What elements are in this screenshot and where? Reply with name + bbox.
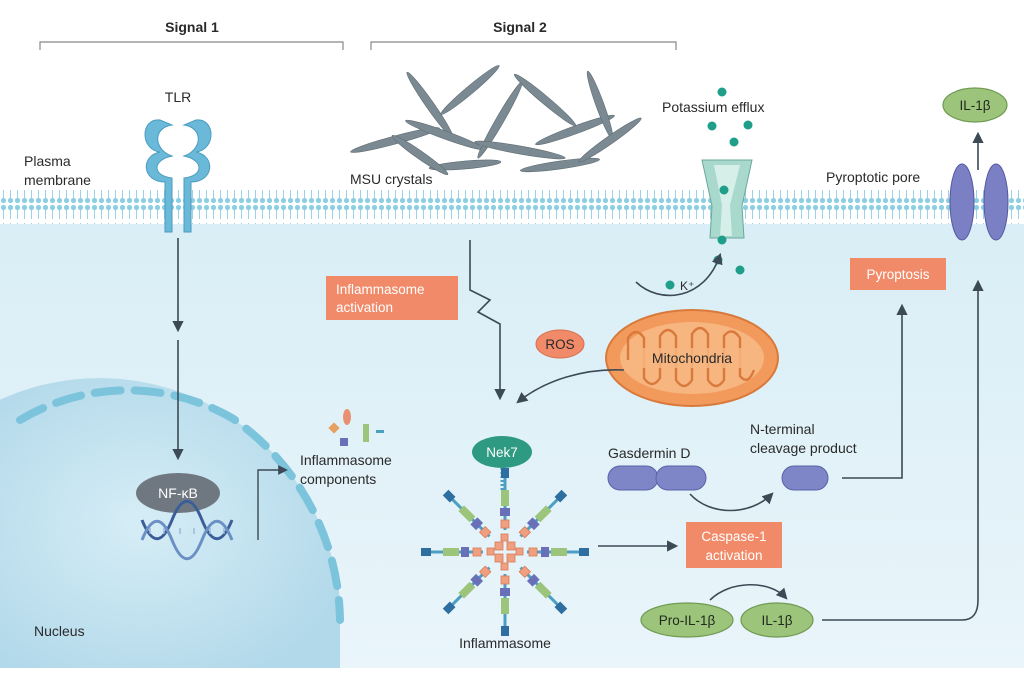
mitochondria: Mitochondria <box>605 309 779 407</box>
plasma-membrane-label-2: membrane <box>24 172 91 188</box>
transcription-arrow <box>257 465 288 540</box>
il1b-secreted: IL-1β <box>942 87 1008 123</box>
signal-1-header: Signal 1 <box>39 19 344 50</box>
signal-2-header: Signal 2 <box>370 19 677 50</box>
tlr-label: TLR <box>165 89 191 105</box>
svg-text:Signal 2: Signal 2 <box>493 19 547 35</box>
svg-text:NF-κB: NF-κB <box>158 485 198 501</box>
il1b-release-arrow <box>822 279 984 621</box>
inflammasome-complex <box>419 468 591 638</box>
svg-text:ROS: ROS <box>545 337 574 352</box>
pyroptosis-arrow <box>842 303 908 479</box>
msu-crystals-icon <box>350 65 642 176</box>
tlr-receptor: TLR <box>144 89 212 233</box>
svg-text:Caspase-1: Caspase-1 <box>701 529 766 544</box>
n-terminal-product <box>781 465 829 491</box>
inflammasome-components-label-2: components <box>300 471 376 487</box>
potassium-arrow <box>635 252 723 297</box>
svg-text:activation: activation <box>705 548 762 563</box>
gasdermin-d-label: Gasdermin D <box>608 445 690 461</box>
pro-il1b: Pro-IL-1β <box>640 602 734 638</box>
svg-text:Inflammasome: Inflammasome <box>336 282 425 297</box>
svg-text:Signal 1: Signal 1 <box>165 19 219 35</box>
potassium-ion-label: K⁺ <box>680 279 694 293</box>
pyroptosis-box: Pyroptosis <box>850 258 946 290</box>
ros: ROS <box>535 329 585 359</box>
inflammasome-activation-box: Inflammasome activation <box>326 276 458 320</box>
inflammasome-components-icons <box>328 409 384 446</box>
svg-text:IL-1β: IL-1β <box>959 98 990 113</box>
plasma-membrane <box>0 190 1024 224</box>
svg-text:IL-1β: IL-1β <box>761 613 792 628</box>
plasma-membrane-label: Plasma <box>24 153 71 169</box>
svg-text:Pyroptosis: Pyroptosis <box>866 267 929 282</box>
potassium-efflux-label: Potassium efflux <box>662 99 764 115</box>
n-terminal-label-2: cleavage product <box>750 440 857 456</box>
nek7: Nek7 <box>472 436 532 490</box>
inflammasome-components-label: Inflammasome <box>300 452 392 468</box>
gasdermin-cleavage-arrow <box>689 492 774 512</box>
gasdermin-d <box>607 465 707 491</box>
svg-text:activation: activation <box>336 300 393 315</box>
il1b-mature: IL-1β <box>740 602 814 638</box>
caspase-1-activation-box: Caspase-1 activation <box>686 522 782 568</box>
dna-helix-icon <box>140 499 234 561</box>
n-terminal-label: N-terminal <box>750 421 815 437</box>
pyroptotic-pore <box>949 163 1009 241</box>
nucleus-label: Nucleus <box>34 623 85 639</box>
inflammasome-label: Inflammasome <box>459 635 551 651</box>
svg-text:Nek7: Nek7 <box>486 445 518 460</box>
potassium-channel <box>701 159 753 239</box>
ros-arrow <box>516 368 625 404</box>
svg-text:Pro-IL-1β: Pro-IL-1β <box>659 613 716 628</box>
msu-signal-arrow <box>469 240 506 401</box>
nf-kb: NF-κB <box>136 473 220 513</box>
pyroptotic-pore-label: Pyroptotic pore <box>826 169 920 185</box>
mitochondria-label: Mitochondria <box>652 350 732 366</box>
il1b-processing-arrow <box>709 583 788 601</box>
msu-crystals-label: MSU crystals <box>350 171 432 187</box>
